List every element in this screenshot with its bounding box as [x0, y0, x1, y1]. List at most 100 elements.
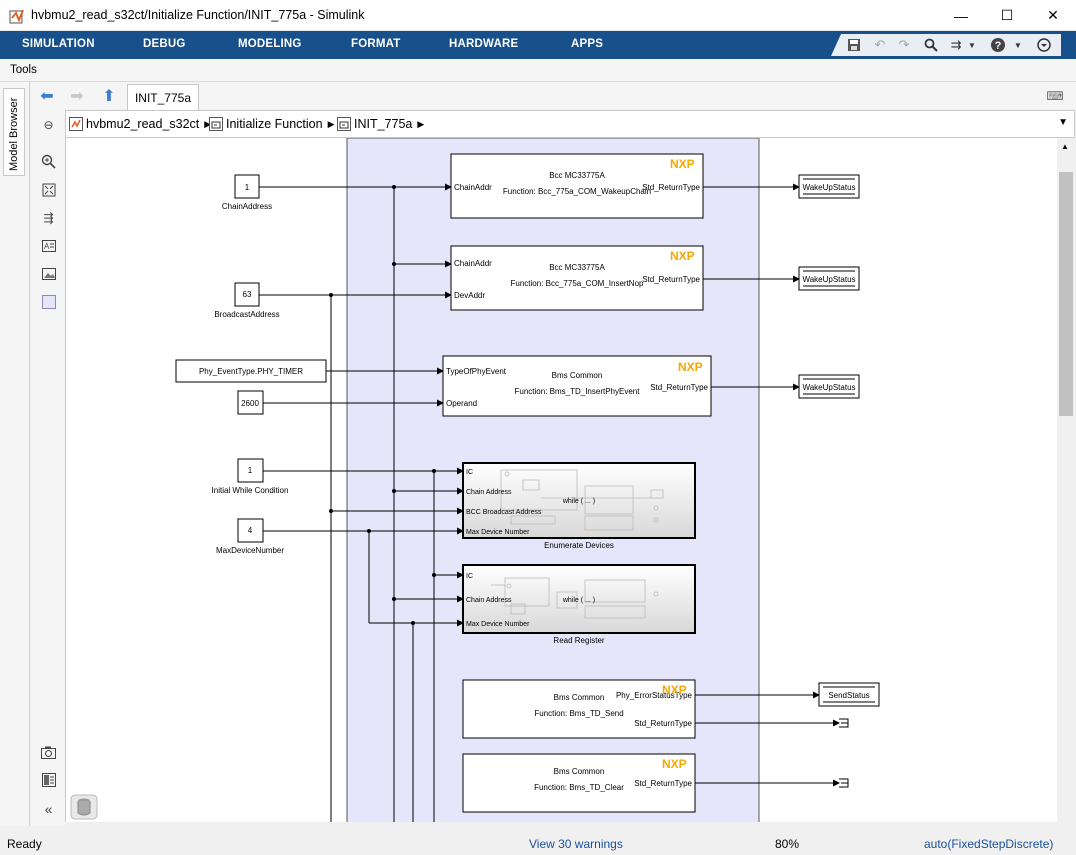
svg-text:WakeUpStatus: WakeUpStatus: [802, 275, 855, 284]
constant-chain-address[interactable]: 1 ChainAddress: [222, 175, 272, 211]
breadcrumb-initialize[interactable]: Initialize Function ▶: [209, 117, 335, 131]
collapse-ribbon-icon[interactable]: [1035, 36, 1053, 54]
constant-broadcast-address[interactable]: 63 BroadcastAddress: [214, 283, 279, 319]
vertical-scrollbar[interactable]: ▲: [1057, 138, 1075, 822]
store-wakeup-status-1[interactable]: WakeUpStatus: [799, 175, 859, 198]
svg-text:Initial While Condition: Initial While Condition: [212, 486, 289, 495]
block-insert-phy-event[interactable]: Bms Common Function: Bms_TD_InsertPhyEve…: [443, 356, 711, 416]
status-bar: Ready View 30 warnings 80% auto(FixedSte…: [0, 835, 1076, 855]
forward-arrow-icon[interactable]: ➡: [67, 86, 87, 106]
svg-text:Std_ReturnType: Std_ReturnType: [650, 383, 708, 392]
model-browser-label: Model Browser: [8, 98, 20, 171]
svg-text:Chain Address: Chain Address: [466, 597, 512, 604]
constant-max-device-number[interactable]: 4 MaxDeviceNumber: [216, 519, 284, 555]
svg-text:while ( ... ): while ( ... ): [562, 597, 595, 604]
subsystem-read-register[interactable]: IC Chain Address Max Device Number while…: [463, 565, 695, 645]
search-icon[interactable]: [922, 36, 940, 54]
terminator-1[interactable]: [839, 719, 848, 727]
camera-icon[interactable]: [40, 744, 57, 761]
svg-text:1: 1: [245, 183, 250, 192]
constant-2600[interactable]: 2600: [238, 391, 263, 414]
tab-hardware[interactable]: HARDWARE: [449, 38, 518, 50]
block-send[interactable]: Bms Common Function: Bms_TD_Send Phy_Err…: [463, 680, 695, 738]
simulink-app-icon: [9, 8, 25, 24]
quick-access-toolbar: ↶ ↷ ⇉ ▼ ? ▼: [831, 34, 1061, 56]
model-browser-strip: [0, 82, 30, 826]
status-ready: Ready: [7, 837, 42, 851]
property-inspector-icon[interactable]: [40, 771, 57, 788]
nxp-logo-icon: NXP: [662, 757, 687, 771]
zoom-icon[interactable]: [40, 153, 57, 170]
image-icon[interactable]: [40, 265, 57, 282]
tab-simulation[interactable]: SIMULATION: [22, 38, 95, 50]
tab-init-775a[interactable]: INIT_775a: [127, 84, 199, 110]
back-arrow-icon[interactable]: ⬅: [37, 86, 57, 106]
tools-label[interactable]: Tools: [10, 64, 37, 76]
maximize-button[interactable]: ☐: [984, 0, 1030, 31]
nxp-logo-icon: NXP: [670, 157, 695, 171]
svg-text:Max Device Number: Max Device Number: [466, 529, 530, 536]
arrange-icon[interactable]: ⇶: [40, 209, 57, 226]
chevron-right-icon: ▶: [417, 119, 424, 130]
warnings-link[interactable]: View 30 warnings: [529, 837, 623, 851]
svg-text:BroadcastAddress: BroadcastAddress: [214, 310, 279, 319]
svg-text:while ( ... ): while ( ... ): [562, 498, 595, 505]
breadcrumb-label-root: hvbmu2_read_s32ct: [86, 117, 199, 131]
breadcrumb-root[interactable]: hvbmu2_read_s32ct ▶: [69, 117, 211, 131]
scrollbar-thumb[interactable]: [1059, 172, 1073, 416]
svg-text:2600: 2600: [241, 399, 259, 408]
tab-apps[interactable]: APPS: [571, 38, 603, 50]
fit-to-view-icon[interactable]: [40, 181, 57, 198]
redo-icon[interactable]: ↷: [895, 36, 913, 54]
store-send-status[interactable]: SendStatus: [819, 683, 879, 706]
hide-explorer-icon[interactable]: ⊖: [40, 116, 57, 133]
scroll-up-icon[interactable]: ▲: [1061, 142, 1069, 151]
nxp-logo-icon: NXP: [678, 360, 703, 374]
window-title: hvbmu2_read_s32ct/Initialize Function/IN…: [31, 8, 365, 22]
svg-text:Operand: Operand: [446, 399, 477, 408]
zoom-level: 80%: [775, 837, 799, 851]
minimize-button[interactable]: —: [938, 0, 984, 31]
constant-initial-while-condition[interactable]: 1 Initial While Condition: [212, 459, 289, 495]
constant-phy-timer[interactable]: Phy_EventType.PHY_TIMER: [176, 360, 326, 382]
breadcrumb-label-init: INIT_775a: [354, 117, 412, 131]
model-canvas[interactable]: 1 ChainAddress 63 BroadcastAddress Phy_E…: [65, 138, 1057, 822]
keyboard-icon[interactable]: ⌨: [1045, 86, 1065, 106]
svg-text:Bms Common: Bms Common: [554, 767, 605, 776]
svg-text:Function: Bms_TD_Clear: Function: Bms_TD_Clear: [534, 783, 624, 792]
block-wakeup-chain[interactable]: Bcc MC33775A Function: Bcc_775a_COM_Wake…: [451, 154, 703, 218]
area-icon[interactable]: [40, 293, 57, 310]
up-arrow-icon[interactable]: ⬆: [99, 86, 119, 106]
solver-link[interactable]: auto(FixedStepDiscrete): [924, 837, 1053, 851]
breadcrumb-dropdown-icon[interactable]: ▼: [1058, 117, 1068, 128]
block-clear[interactable]: Bms Common Function: Bms_TD_Clear Std_Re…: [463, 754, 695, 812]
collapse-palette-icon[interactable]: «: [40, 800, 57, 817]
close-button[interactable]: ✕: [1030, 0, 1076, 31]
data-store-button[interactable]: [71, 795, 97, 819]
save-icon[interactable]: [845, 36, 863, 54]
svg-text:ChainAddr: ChainAddr: [454, 259, 492, 268]
subsystem-enumerate-devices[interactable]: IC Chain Address BCC Broadcast Address M…: [463, 463, 695, 550]
undo-icon[interactable]: ↶: [871, 36, 889, 54]
svg-text:Enumerate Devices: Enumerate Devices: [544, 541, 614, 550]
model-browser-tab[interactable]: Model Browser: [3, 88, 25, 176]
tab-format[interactable]: FORMAT: [351, 38, 401, 50]
svg-text:Function: Bms_TD_InsertPhyEven: Function: Bms_TD_InsertPhyEvent: [515, 387, 641, 396]
breadcrumb-init-775a[interactable]: INIT_775a ▶: [337, 117, 424, 131]
store-wakeup-status-3[interactable]: WakeUpStatus: [799, 375, 859, 398]
svg-text:1: 1: [248, 466, 253, 475]
terminator-2[interactable]: [839, 779, 848, 787]
chevron-down-icon[interactable]: ▼: [963, 36, 981, 54]
subsystem-icon: [337, 117, 351, 131]
help-icon[interactable]: ?: [989, 36, 1007, 54]
svg-text:ChainAddr: ChainAddr: [454, 183, 492, 192]
block-insert-nop[interactable]: Bcc MC33775A Function: Bcc_775a_COM_Inse…: [451, 246, 703, 310]
tab-modeling[interactable]: MODELING: [238, 38, 302, 50]
tab-debug[interactable]: DEBUG: [143, 38, 186, 50]
store-wakeup-status-2[interactable]: WakeUpStatus: [799, 267, 859, 290]
svg-text:WakeUpStatus: WakeUpStatus: [802, 183, 855, 192]
help-dropdown-icon[interactable]: ▼: [1009, 36, 1027, 54]
svg-text:Max Device Number: Max Device Number: [466, 621, 530, 628]
annotation-icon[interactable]: A: [40, 237, 57, 254]
subsystem-icon: [209, 117, 223, 131]
